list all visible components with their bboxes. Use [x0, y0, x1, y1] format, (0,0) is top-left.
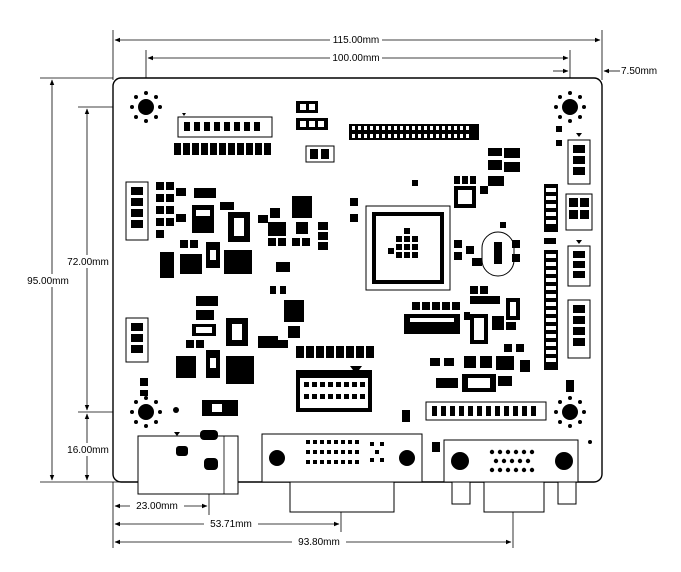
mounting-holes — [130, 91, 586, 428]
mounting-hole-top-right — [554, 91, 586, 123]
connector-right-4 — [567, 299, 591, 359]
bottom-center-smd — [274, 340, 374, 358]
connector-right-2 — [565, 193, 593, 231]
dimension-labels: 115.00mm 100.00mm 7.50mm 95.00mm 72.00mm… — [22, 33, 657, 548]
mounting-hole-bottom-right — [554, 396, 586, 428]
dvi-connector — [261, 433, 423, 513]
connector-left-lower — [125, 317, 149, 363]
center-lower-components — [404, 298, 530, 392]
lvds-connector — [296, 366, 372, 412]
main-processor-ic — [365, 205, 451, 291]
dim-bottom-second: 53.71mm — [210, 519, 252, 530]
connector-left-upper — [125, 181, 149, 241]
dim-bottom-first: 23.00mm — [136, 501, 178, 512]
vga-connector — [443, 439, 579, 513]
jumper-top — [296, 101, 328, 130]
dim-bottom-third: 93.80mm — [298, 537, 340, 548]
mounting-hole-bottom-left — [130, 396, 162, 428]
power-jumper — [305, 145, 335, 163]
connector-right-1 — [567, 133, 591, 185]
dim-left-hole-span: 72.00mm — [67, 257, 109, 268]
fpc-connector — [425, 401, 547, 421]
dim-right-offset: 7.50mm — [621, 66, 657, 77]
connector-right-3 — [567, 240, 591, 287]
dim-left-bottom-offset: 16.00mm — [67, 445, 109, 456]
power-section-upper — [156, 182, 328, 294]
components-around-ic — [350, 148, 520, 304]
dim-top-width: 115.00mm — [333, 35, 380, 46]
right-column-components — [544, 126, 574, 392]
pin-header-2x20 — [349, 124, 479, 140]
mounting-hole-top-left — [130, 91, 162, 123]
dim-top-hole-span: 100.00mm — [332, 53, 379, 64]
header-connector-top-left — [177, 113, 273, 138]
dc-power-jack — [137, 430, 239, 495]
dim-left-height: 95.00mm — [27, 276, 69, 287]
smd-row-top-left — [174, 143, 271, 155]
misc-parts — [140, 378, 592, 452]
power-section-lower — [176, 296, 304, 384]
crystal-oscillator — [481, 231, 515, 277]
